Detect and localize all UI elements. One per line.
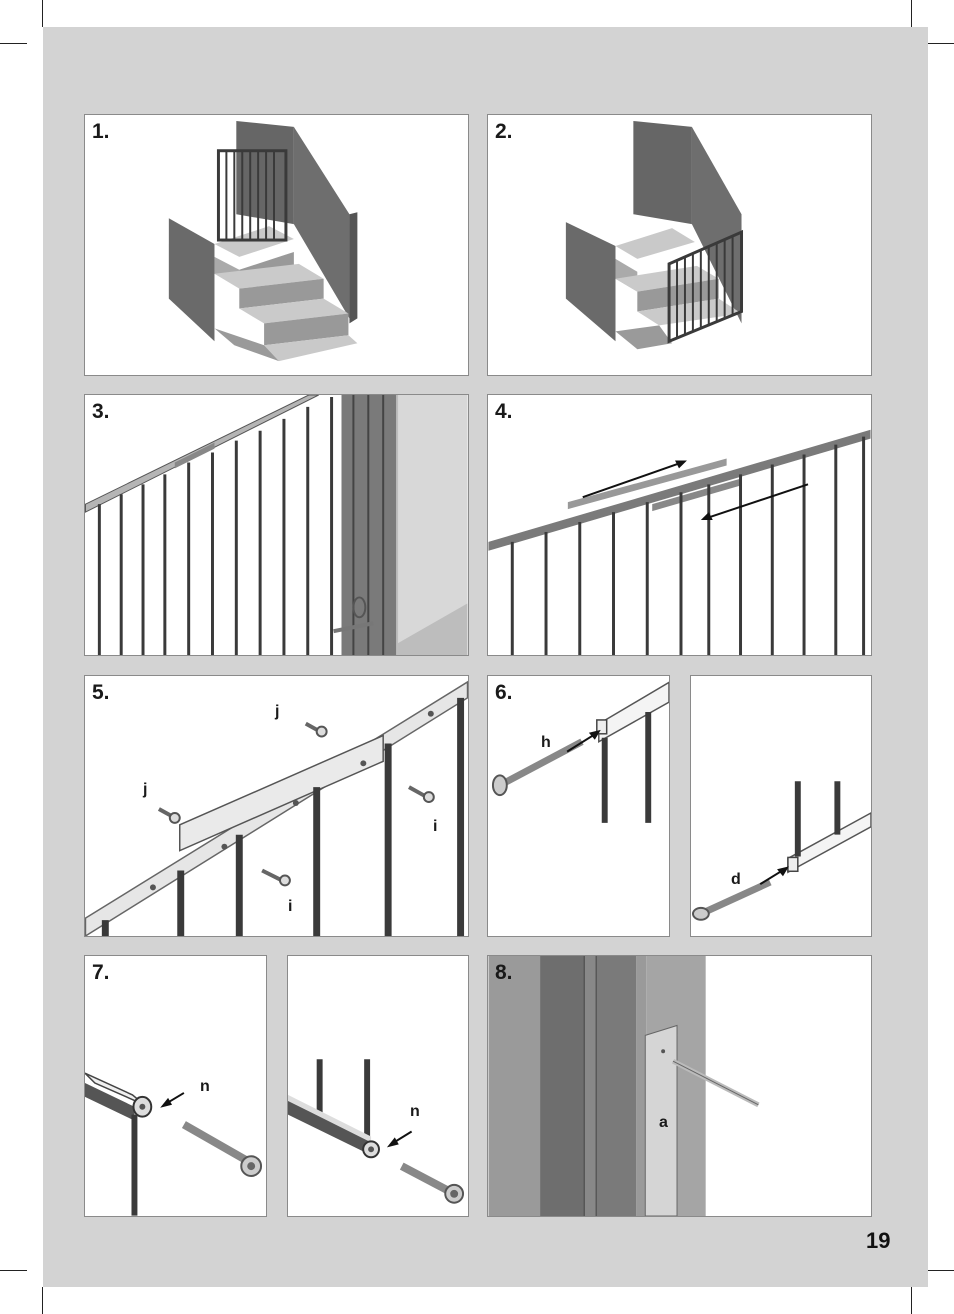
step-number: 5. bbox=[92, 681, 110, 705]
crop-mark bbox=[927, 43, 954, 44]
step-7-panel: 7. n bbox=[84, 955, 267, 1217]
crop-mark bbox=[0, 1270, 27, 1271]
step-number: 7. bbox=[92, 961, 110, 985]
step-4-panel: 4. bbox=[487, 394, 872, 656]
part-label-n: n bbox=[410, 1103, 420, 1121]
step-6-panel: 6. h bbox=[487, 675, 670, 937]
part-label-h: h bbox=[541, 734, 551, 752]
step-8-panel: 8. a bbox=[487, 955, 872, 1217]
bottom-spindle-insertion-illustration bbox=[288, 956, 468, 1216]
step-number: 2. bbox=[495, 120, 513, 144]
crop-mark bbox=[911, 0, 912, 27]
step-number: 6. bbox=[495, 681, 513, 705]
top-spindle-insertion-illustration bbox=[85, 956, 266, 1216]
wall-cup-drilling-illustration bbox=[488, 956, 871, 1216]
step-3-panel: 3. bbox=[84, 394, 469, 656]
step-6-detail-panel: d bbox=[690, 675, 872, 937]
crop-mark bbox=[42, 1287, 43, 1314]
step-number: 1. bbox=[92, 120, 110, 144]
step-number: 8. bbox=[495, 961, 513, 985]
page-number: 19 bbox=[866, 1228, 890, 1254]
part-label-j: j bbox=[275, 703, 279, 721]
step-1-panel: 1. bbox=[84, 114, 469, 376]
part-label-a: a bbox=[659, 1114, 668, 1132]
crop-mark bbox=[0, 43, 27, 44]
staircase-gate-top-illustration bbox=[85, 115, 468, 375]
crop-mark bbox=[911, 1287, 912, 1314]
bottom-bolt-insertion-illustration bbox=[691, 676, 871, 936]
step-number: 4. bbox=[495, 400, 513, 424]
part-label-i: i bbox=[288, 898, 292, 916]
part-label-j: j bbox=[143, 781, 147, 799]
part-label-d: d bbox=[731, 871, 741, 889]
part-label-i: i bbox=[433, 818, 437, 836]
crop-mark bbox=[927, 1270, 954, 1271]
part-label-n: n bbox=[200, 1078, 210, 1096]
gate-frame-against-post-illustration bbox=[85, 395, 468, 655]
step-7-detail-panel: n bbox=[287, 955, 469, 1217]
staircase-gate-bottom-illustration bbox=[488, 115, 871, 375]
crop-mark bbox=[42, 0, 43, 27]
step-number: 3. bbox=[92, 400, 110, 424]
step-2-panel: 2. bbox=[487, 114, 872, 376]
gate-extension-slide-illustration bbox=[488, 395, 871, 655]
step-5-panel: 5. j j bbox=[84, 675, 469, 937]
top-bolt-insertion-illustration bbox=[488, 676, 669, 936]
